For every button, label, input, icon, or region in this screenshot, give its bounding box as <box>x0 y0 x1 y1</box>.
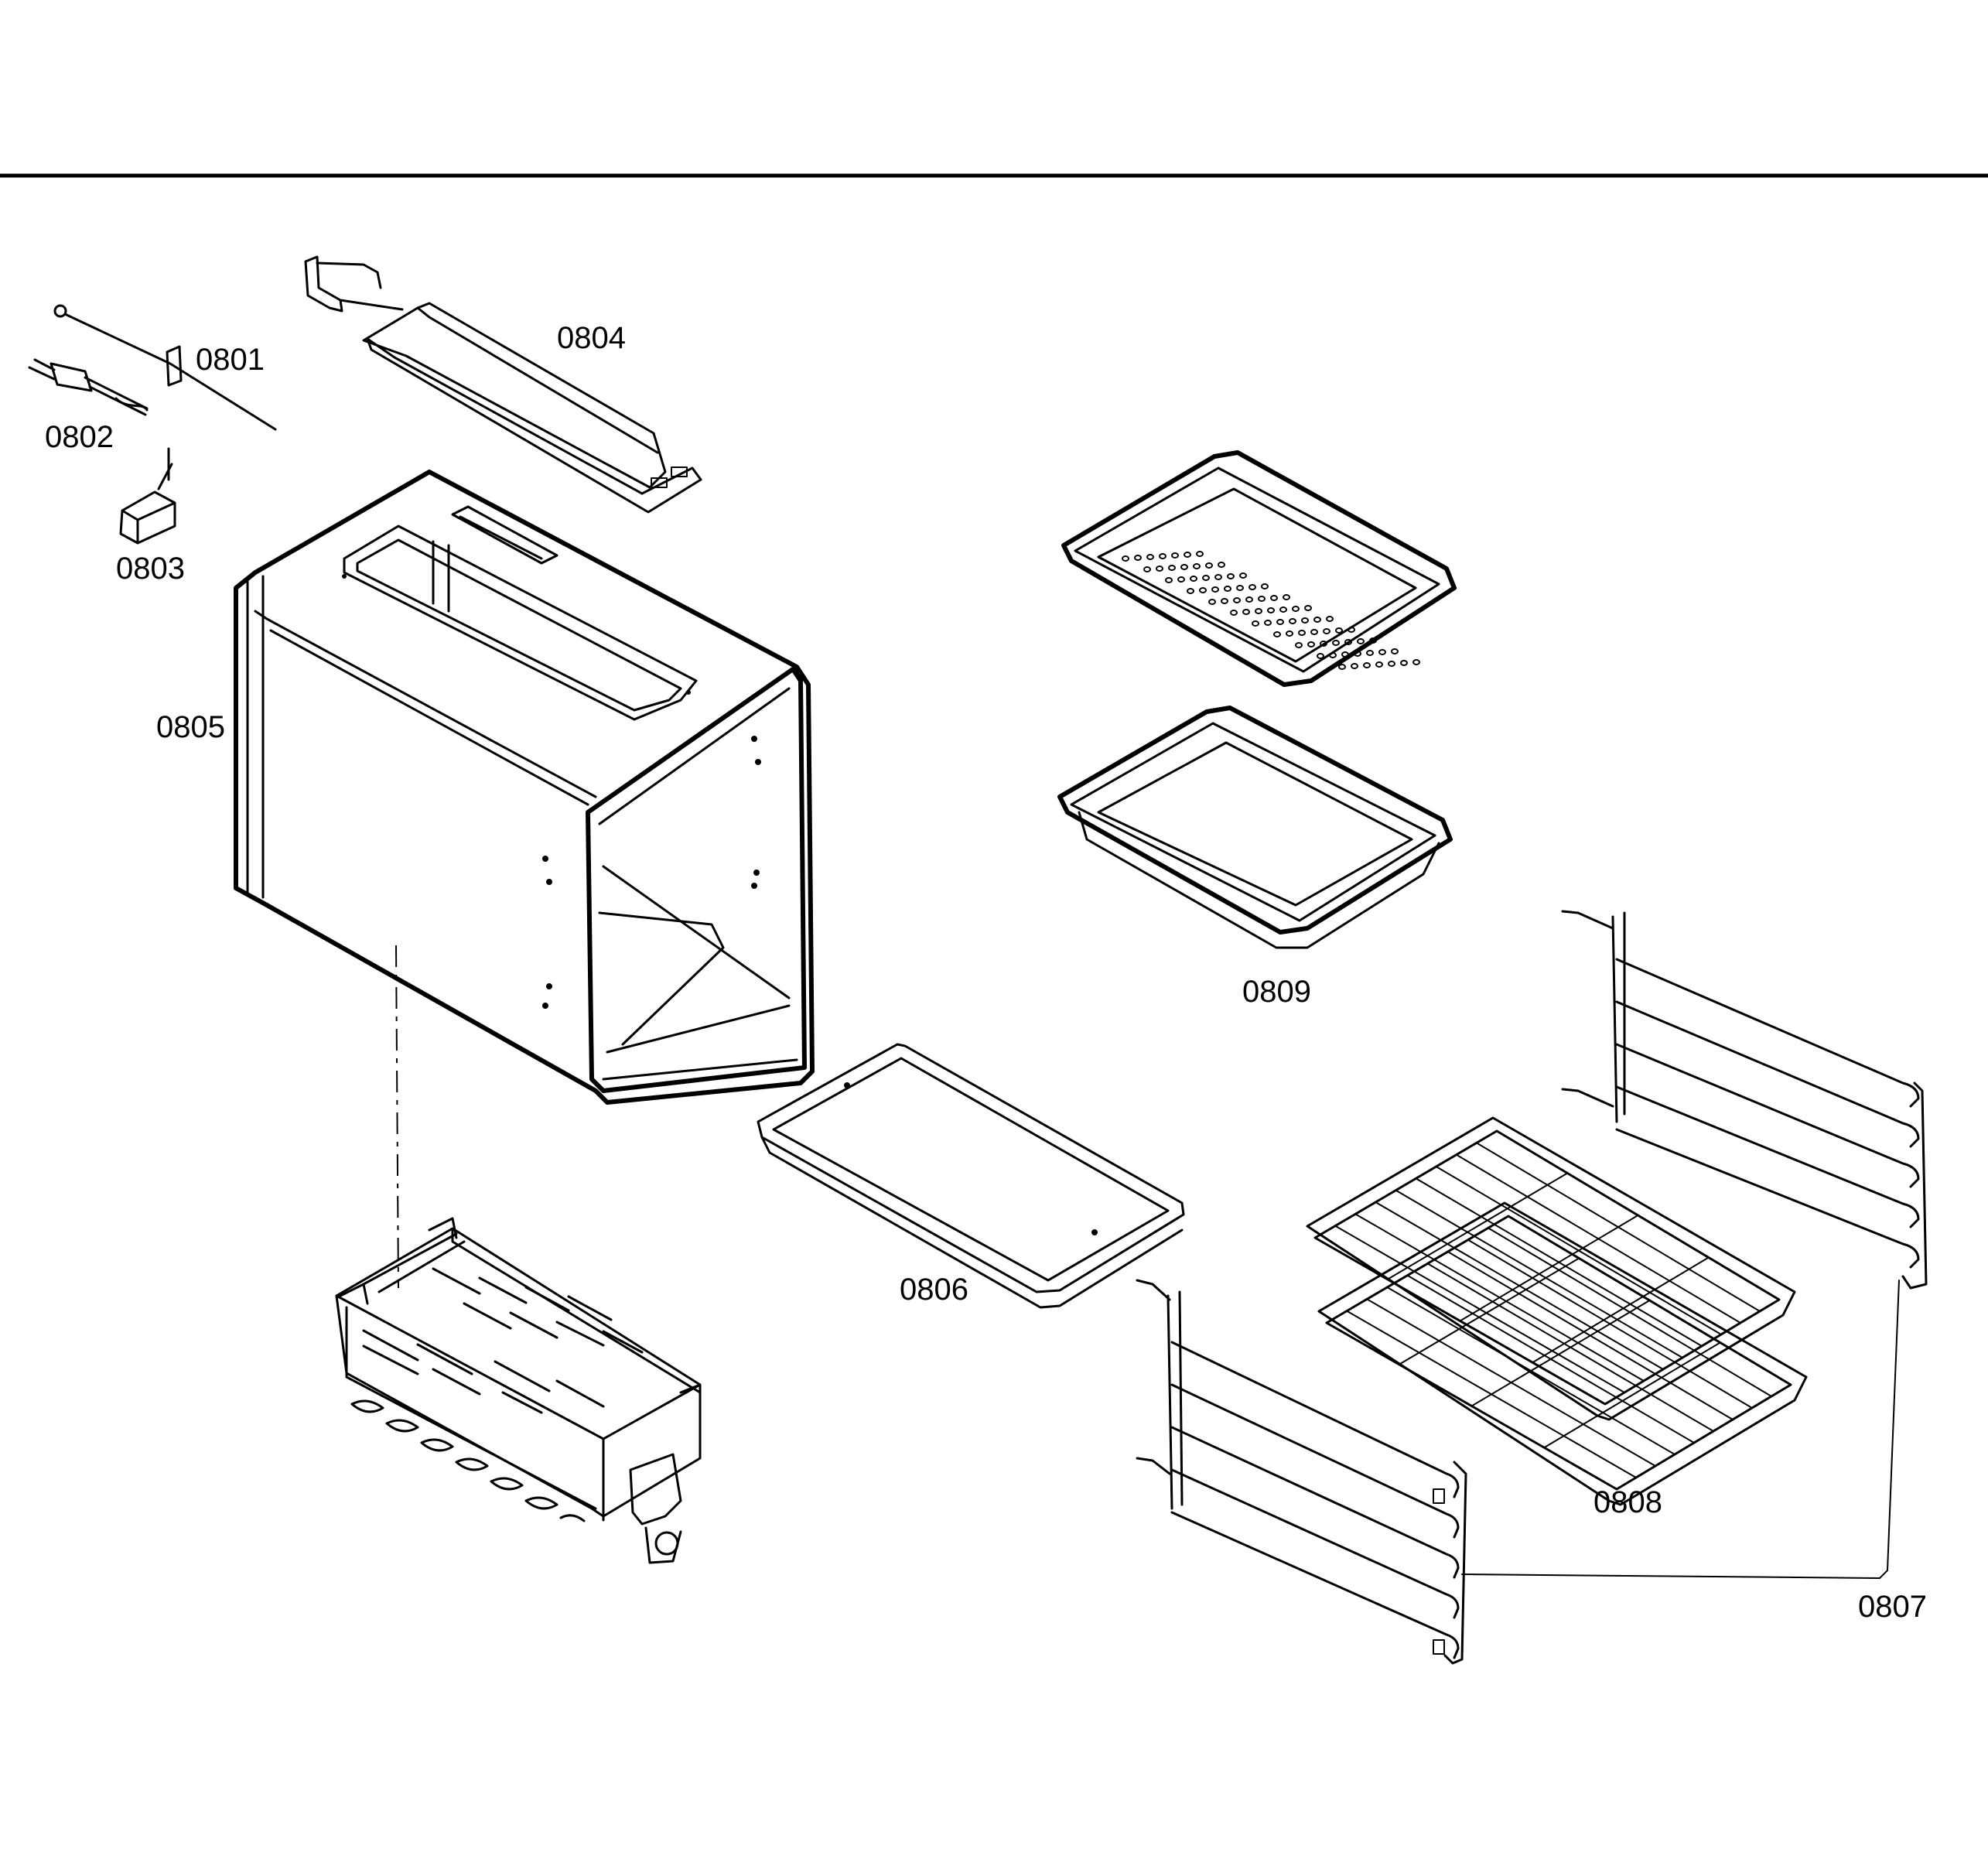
part-0803-block <box>119 447 176 545</box>
label-0804: 0804 <box>557 321 626 355</box>
part-0801-probe <box>53 304 277 431</box>
part-0806-crumb-tray <box>757 1043 1185 1309</box>
part-0807-rails <box>1136 910 1928 1665</box>
label-0805: 0805 <box>156 710 225 744</box>
label-0807: 0807 <box>1858 1590 1927 1624</box>
label-0801: 0801 <box>196 343 265 377</box>
part-0805-cabinet <box>234 470 815 1105</box>
part-0804-element <box>304 255 702 514</box>
part-0802-connector <box>28 358 149 416</box>
leader-0807 <box>1461 1280 1900 1579</box>
label-0806: 0806 <box>900 1273 968 1307</box>
label-0803: 0803 <box>116 552 185 586</box>
part-0808-racks <box>1306 1116 1808 1506</box>
part-base-chassis <box>335 1217 702 1564</box>
label-0809: 0809 <box>1242 975 1311 1009</box>
assembly-line <box>395 945 399 1289</box>
label-0802: 0802 <box>45 420 114 454</box>
label-0808: 0808 <box>1593 1485 1662 1519</box>
part-0809-trays <box>1057 450 1457 949</box>
